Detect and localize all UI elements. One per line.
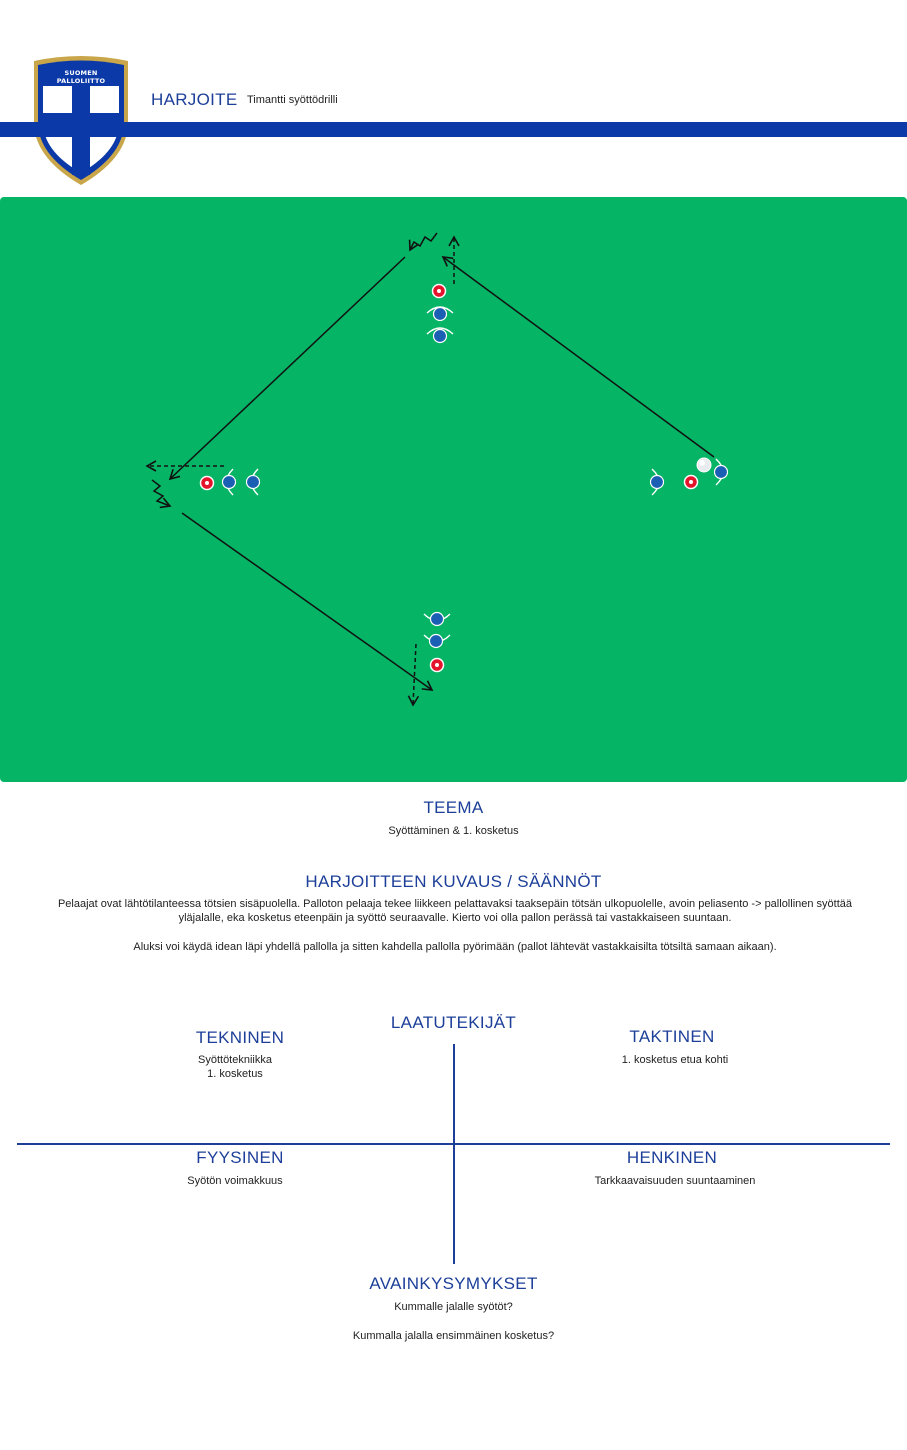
key-question-2: Kummalla jalalla ensimmäinen kosketus? (352, 1330, 555, 1342)
pass-line-right-top (441, 256, 715, 458)
quadrant-vertical-divider (453, 1044, 455, 1264)
cone-bottom (429, 657, 445, 673)
description-line-1: Pelaajat ovat lähtötilanteessa tötsien s… (57, 898, 853, 910)
cone-right (683, 474, 699, 490)
player-left-2 (245, 468, 261, 496)
physical-title: FYYSINEN (196, 1148, 284, 1167)
exercise-title: Timantti syöttödrilli (247, 94, 338, 106)
technical-line-1: Syöttötekniikka (198, 1054, 272, 1066)
cone-top (431, 283, 447, 299)
mental-line-1: Tarkkaavaisuuden suuntaaminen (594, 1175, 756, 1187)
player-left-1 (221, 468, 237, 496)
physical-line-1: Syötön voimakkuus (187, 1175, 283, 1187)
description-line-2: yläjalalle, eka kosketus eteenpäin ja sy… (178, 912, 732, 924)
dribble-zigzag-top (408, 232, 438, 252)
key-question-1: Kummalle jalalle syötöt? (394, 1301, 513, 1313)
field-diagram (0, 197, 907, 782)
pass-line-top-left (168, 256, 406, 481)
quadrant-horizontal-divider (17, 1143, 890, 1145)
player-bottom-2 (423, 633, 451, 649)
header-label: HARJOITE (151, 90, 238, 109)
description-title: HARJOITTEEN KUVAUS / SÄÄNNÖT (305, 872, 602, 891)
player-top-1 (426, 306, 454, 322)
key-questions-title: AVAINKYSYMYKSET (369, 1274, 538, 1293)
theme-text: Syöttäminen & 1. kosketus (388, 825, 519, 837)
dribble-zigzag-left (151, 479, 172, 509)
mental-title: HENKINEN (626, 1148, 718, 1167)
pass-line-left-bottom (181, 512, 434, 691)
tactical-line-1: 1. kosketus etua kohti (621, 1054, 729, 1066)
player-bottom-1 (423, 611, 451, 627)
logo-text: SUOMEN PALLOLIITTO (56, 69, 106, 85)
player-right-1 (649, 468, 665, 496)
quality-title: LAATUTEKIJÄT (390, 1013, 517, 1032)
cone-left (199, 475, 215, 491)
ball (696, 457, 712, 473)
player-top-2 (426, 327, 454, 344)
technical-line-2: 1. kosketus (207, 1068, 263, 1080)
theme-title: TEEMA (423, 798, 484, 817)
header-bar (0, 122, 907, 137)
run-line-bottom (407, 643, 420, 707)
suomen-palloliitto-logo: SUOMEN PALLOLIITTO (28, 55, 134, 187)
technical-title: TEKNINEN (195, 1028, 285, 1047)
player-right-2 (713, 458, 729, 486)
description-line-3: Aluksi voi käydä idean läpi yhdellä pall… (133, 941, 777, 953)
tactical-title: TAKTINEN (629, 1027, 715, 1046)
